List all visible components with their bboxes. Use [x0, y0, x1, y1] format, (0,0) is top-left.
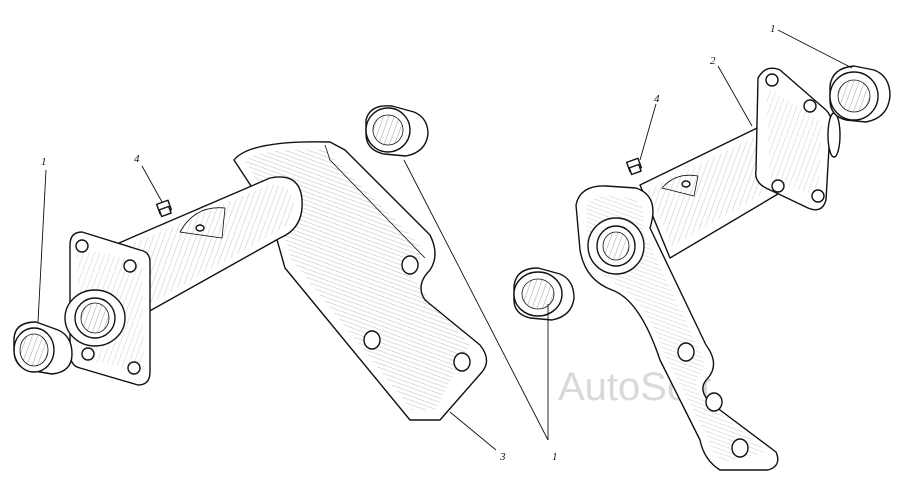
bushing-bottom-center	[513, 267, 575, 321]
right-bracket-assembly	[575, 67, 841, 471]
callout-3: 3	[499, 451, 506, 463]
grease-fitting-left	[155, 199, 173, 218]
leader-lines	[37, 29, 853, 451]
grease-fitting-right	[625, 157, 643, 176]
bushing-left	[13, 321, 73, 375]
callout-1-left: 1	[41, 156, 47, 168]
bushing-top-center	[365, 105, 429, 157]
callout-1-bottom: 1	[552, 451, 558, 463]
callout-1-right-top: 1	[770, 23, 776, 35]
left-bracket-assembly	[64, 141, 488, 421]
bushing-right-top	[829, 65, 891, 123]
callout-2: 2	[710, 55, 716, 67]
callout-4-left: 4	[134, 153, 140, 165]
callout-4-right: 4	[654, 93, 660, 105]
